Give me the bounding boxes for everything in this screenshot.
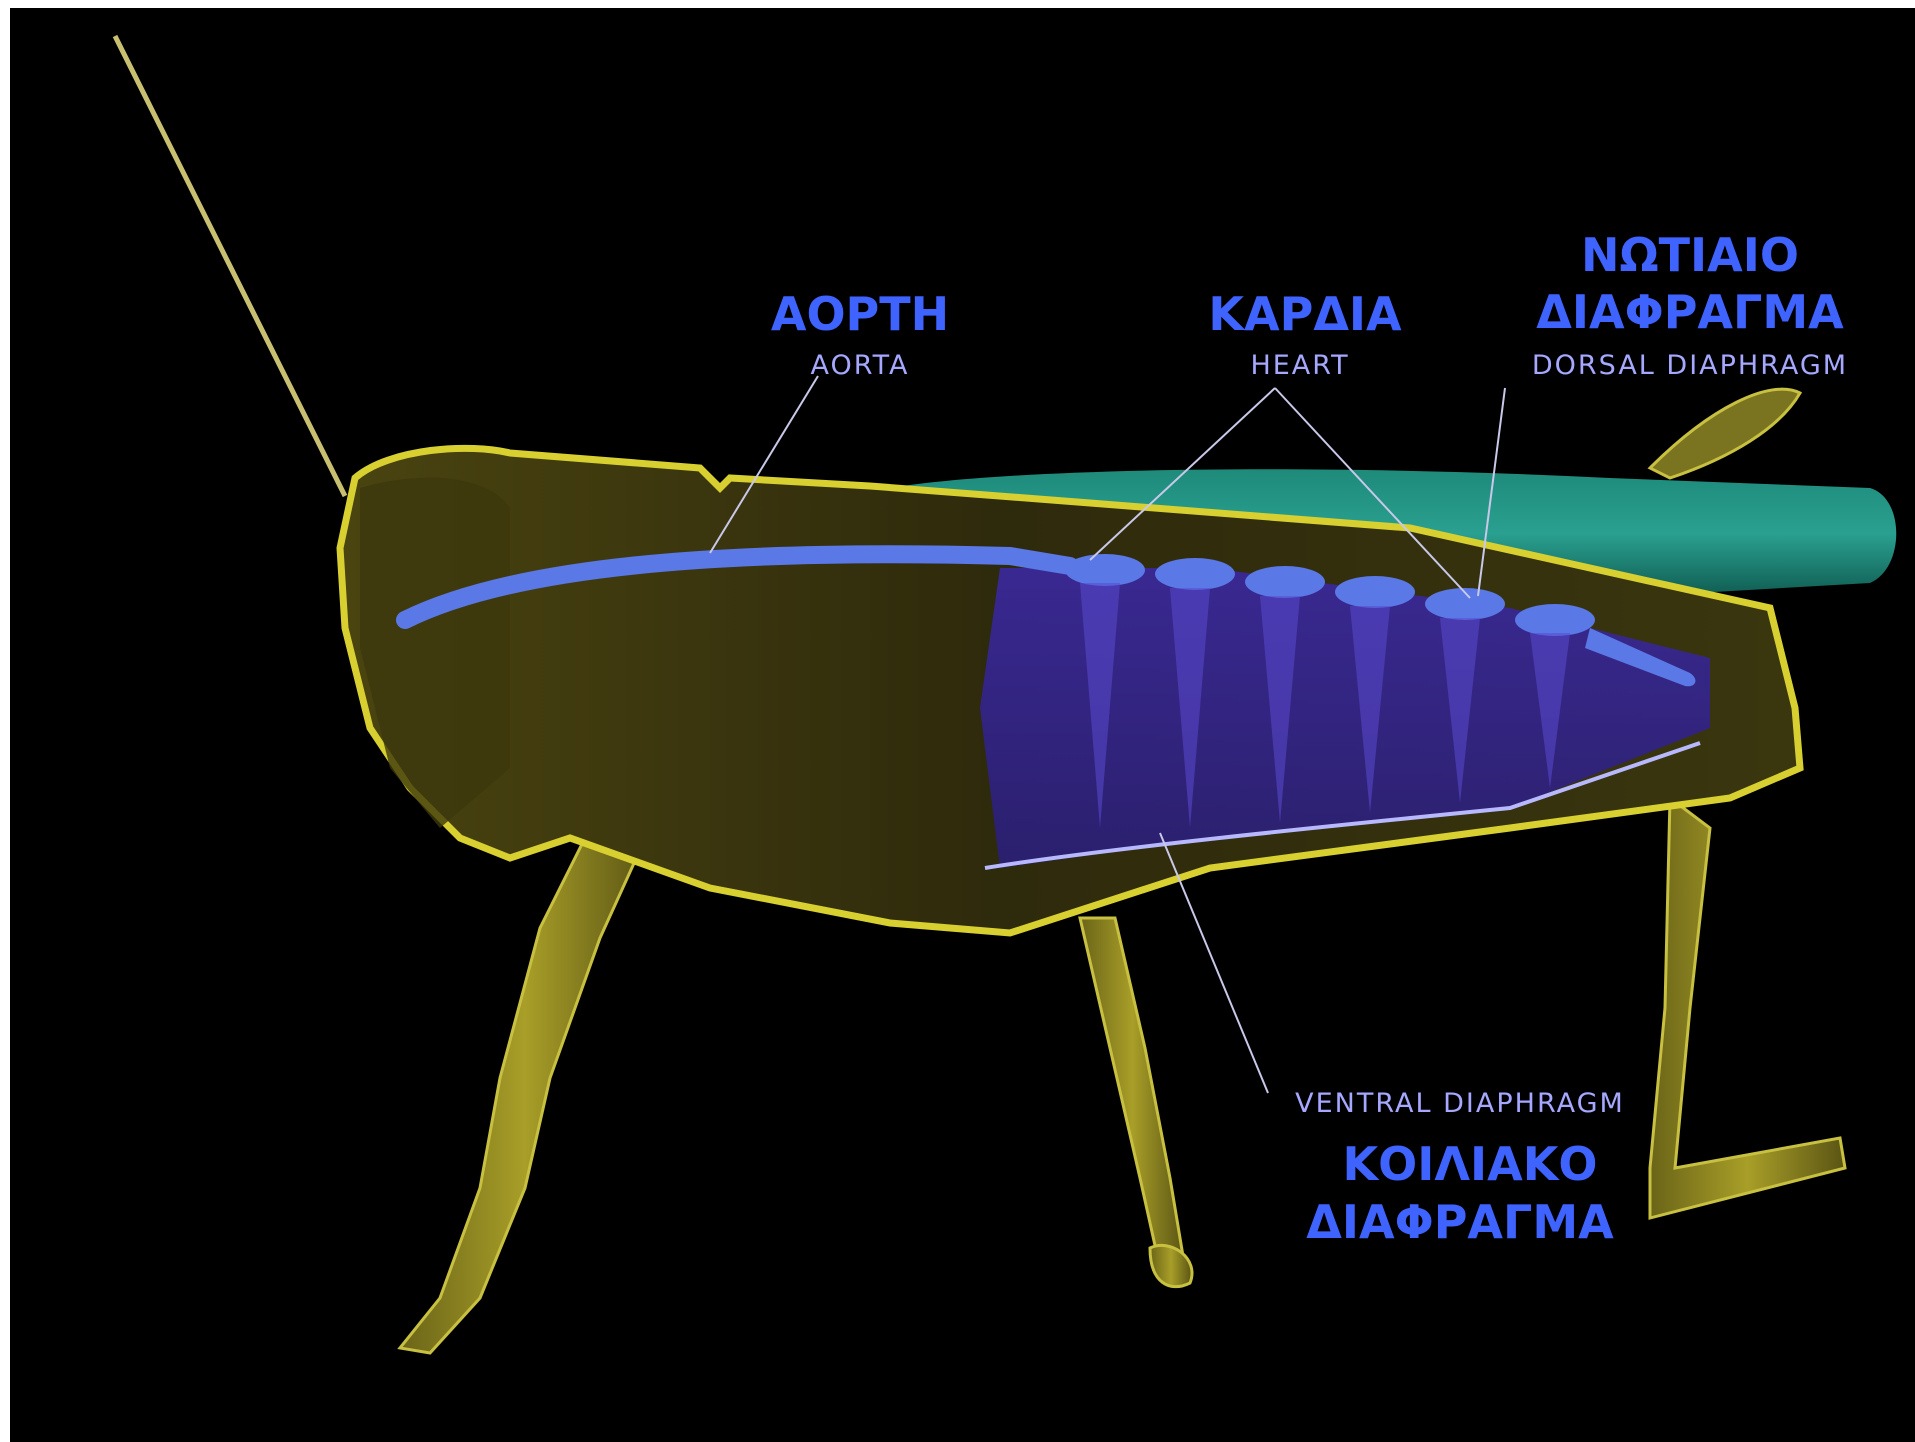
- antenna: [115, 36, 345, 496]
- head: [360, 478, 510, 828]
- heart-greek-label: ΚΑΡΔΙΑ: [1205, 286, 1405, 343]
- dorsal-diaphragm-english-label: DORSAL DIAPHRAGM: [1500, 350, 1880, 382]
- ventral-diaphragm-greek-line2: ΔΙΑΦΡΑΓΜΑ: [1290, 1194, 1630, 1251]
- dorsal-diaphragm-greek-line1: ΝΩΤΙΑΙΟ: [1540, 227, 1840, 284]
- ventral-diaphragm-greek-line1: ΚΟΙΛΙΑΚΟ: [1310, 1136, 1630, 1193]
- grasshopper-diagram: ΑΟΡΤΗ AORTA ΚΑΡΔΙΑ HEART ΝΩΤΙΑΙΟ ΔΙΑΦΡΑΓ…: [10, 8, 1915, 1442]
- hind-tip: [1650, 389, 1800, 478]
- dorsal-diaphragm-greek-line2: ΔΙΑΦΡΑΓΜΑ: [1520, 284, 1860, 341]
- aorta-english-label: AORTA: [780, 350, 940, 382]
- ventral-diaphragm-english-label: VENTRAL DIAPHRAGM: [1260, 1088, 1660, 1120]
- heart-english-label: HEART: [1215, 350, 1385, 382]
- aorta-greek-label: ΑΟΡΤΗ: [770, 286, 950, 343]
